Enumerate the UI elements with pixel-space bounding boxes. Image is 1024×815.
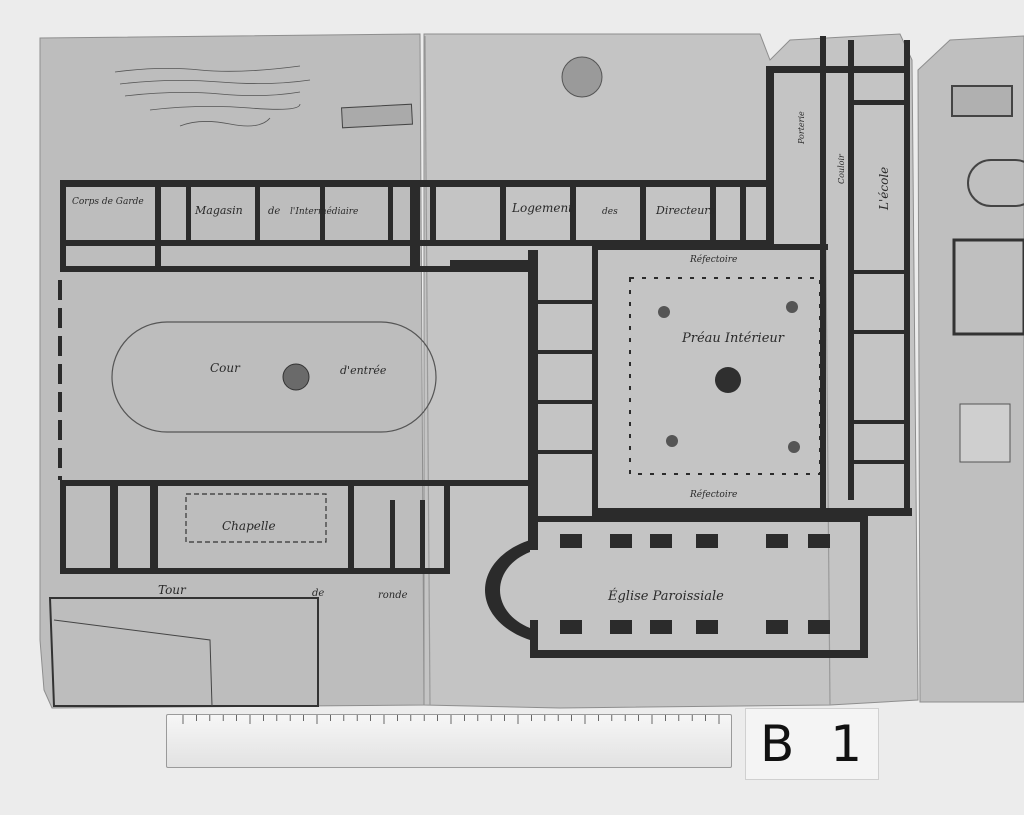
lower-left-parcel [48, 597, 319, 707]
right-building [952, 238, 1024, 336]
label-chapelle: Chapelle [222, 519, 276, 533]
scale-ruler: CONTE [166, 714, 847, 768]
courtyard-tree [666, 435, 678, 447]
courtyard-tree [786, 301, 798, 313]
parcel-boundary [53, 619, 213, 707]
label-preau-interieur: Préau Intérieur [681, 331, 785, 346]
right-annex [959, 403, 1011, 463]
label-tour: Tour [158, 583, 187, 597]
fold-crease [424, 35, 431, 706]
preau-courtyard [629, 277, 821, 475]
cloister [528, 244, 912, 550]
label-d-entree: d'entrée [340, 364, 387, 377]
sheet-code: B 1 [760, 715, 873, 773]
paper-sheet-right [917, 35, 1024, 703]
label-intermediaire: l'Intermédiaire [290, 206, 358, 217]
label-ecole: L'école [877, 167, 891, 211]
label-de-2: de [312, 588, 324, 599]
right-wing [820, 36, 910, 510]
sheet-code-card: B 1 [745, 708, 879, 780]
cartouche-small [340, 103, 414, 129]
label-ronde: ronde [378, 590, 408, 601]
basin-top [561, 56, 603, 98]
label-eglise: Église Paroissiale [607, 588, 724, 604]
label-refectoire-top: Réfectoire [689, 254, 737, 265]
paper-sheet-middle [423, 33, 919, 709]
label-couloir: Couloir [837, 153, 846, 184]
label-des: des [602, 207, 618, 217]
chapel-wing [60, 480, 530, 574]
label-directeurs: Directeurs [655, 204, 716, 217]
label-corps-de-garde: Corps de Garde [72, 197, 144, 207]
cour-entree-oval [111, 321, 437, 433]
label-cour: Cour [210, 361, 241, 375]
courtyard-well [715, 367, 741, 393]
parish-church [485, 516, 868, 658]
courtyard-tree [788, 441, 800, 453]
courtyard-tree [658, 306, 670, 318]
label-magasin: Magasin [194, 204, 243, 217]
right-basin [951, 85, 1013, 117]
label-porterie: Porterie [797, 111, 806, 145]
label-refectoire-bottom: Réfectoire [689, 489, 737, 500]
right-oval [967, 159, 1024, 207]
top-wing [60, 66, 906, 272]
label-logement: Logement [511, 201, 573, 215]
chapel-nave [185, 493, 327, 543]
cour-fountain [282, 363, 310, 391]
label-de: de [268, 206, 280, 217]
title-note [114, 65, 311, 127]
paper-sheet-left [39, 33, 425, 709]
